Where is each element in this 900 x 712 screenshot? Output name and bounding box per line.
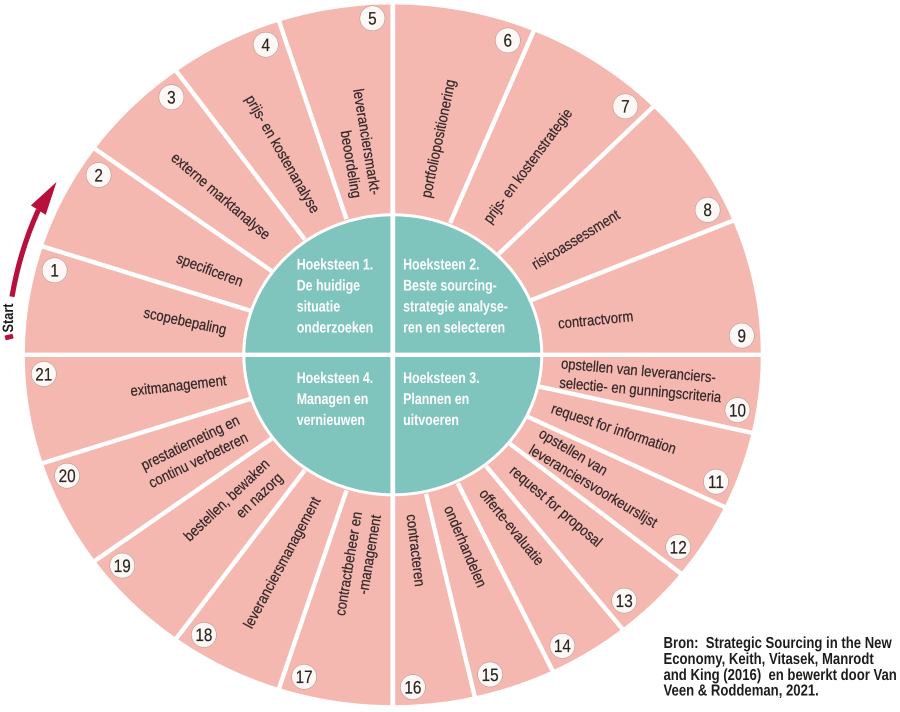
svg-text:20: 20 (59, 466, 76, 486)
svg-text:8: 8 (703, 200, 712, 220)
svg-text:10: 10 (729, 400, 746, 420)
svg-text:5: 5 (368, 9, 377, 29)
svg-text:17: 17 (296, 667, 313, 687)
svg-text:1: 1 (50, 261, 59, 281)
svg-text:21: 21 (35, 364, 52, 384)
svg-text:11: 11 (708, 472, 724, 492)
svg-text:16: 16 (404, 677, 421, 697)
svg-text:3: 3 (167, 88, 176, 108)
svg-text:19: 19 (114, 556, 131, 576)
svg-text:14: 14 (554, 636, 571, 656)
svg-text:4: 4 (262, 35, 271, 55)
svg-text:2: 2 (94, 165, 103, 185)
svg-text:9: 9 (738, 326, 747, 346)
svg-text:Hoeksteen 2.Beste sourcing-str: Hoeksteen 2.Beste sourcing-strategie ana… (403, 256, 508, 336)
svg-text:Start: Start (0, 303, 17, 332)
svg-text:15: 15 (482, 665, 499, 685)
svg-text:13: 13 (616, 591, 633, 611)
svg-text:Bron: Strategic Sourcing in t: Bron: Strategic Sourcing in the NewEcono… (664, 635, 897, 700)
svg-text:12: 12 (670, 537, 687, 557)
svg-text:18: 18 (195, 625, 212, 645)
svg-text:7: 7 (621, 97, 630, 117)
svg-text:6: 6 (504, 31, 513, 51)
